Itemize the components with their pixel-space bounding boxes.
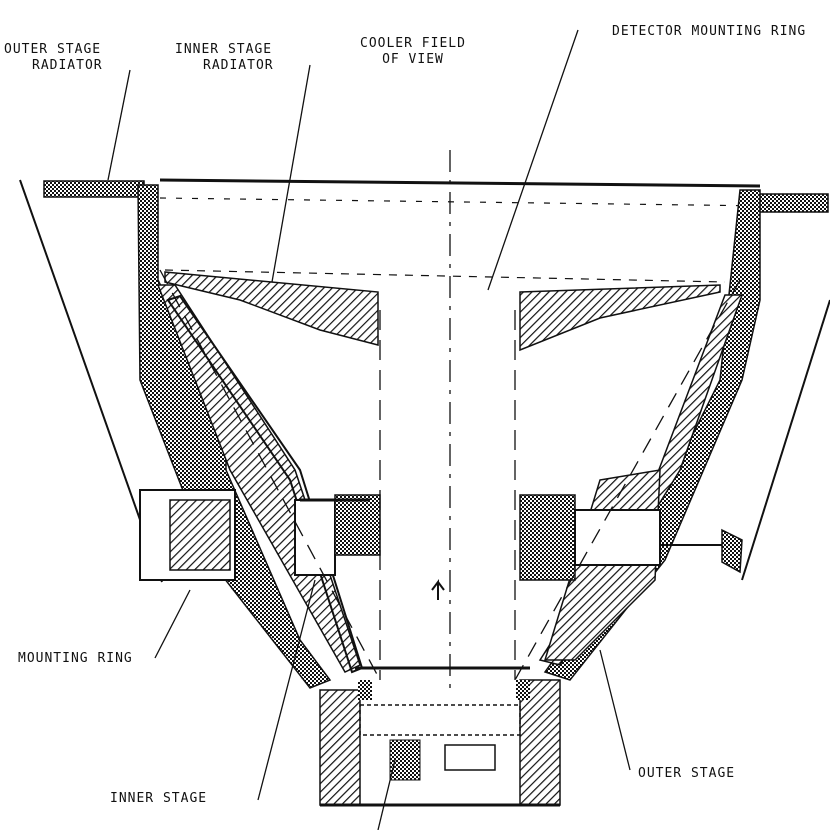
cooler-field-of-view-label: COOLER FIELD OF VIEW	[360, 36, 466, 67]
outer-flare-lines	[19, 179, 830, 583]
field-of-view-lines	[159, 150, 741, 690]
outer-stage-radiator-rim	[43, 178, 829, 213]
inner-stage-radiator-label: INNER STAGE RADIATOR	[175, 42, 274, 73]
inner-stage-label: INNER STAGE	[110, 791, 208, 806]
right-mounting-ring	[519, 494, 743, 581]
leader-lines	[107, 29, 631, 830]
mounting-ring-label: MOUNTING RING	[18, 651, 133, 666]
outer-stage-radiator-label: OUTER STAGE RADIATOR	[4, 42, 103, 73]
cooler-field-arrow	[431, 579, 445, 600]
detector-mount-base	[319, 666, 561, 807]
right-housing-wall	[538, 189, 761, 681]
left-mounting-ring	[139, 489, 381, 581]
outer-stage-label: OUTER STAGE	[638, 766, 736, 781]
inner-stage-radiator-plate	[164, 269, 726, 352]
detector-mounting-ring-label: DETECTOR MOUNTING RING	[612, 24, 807, 39]
